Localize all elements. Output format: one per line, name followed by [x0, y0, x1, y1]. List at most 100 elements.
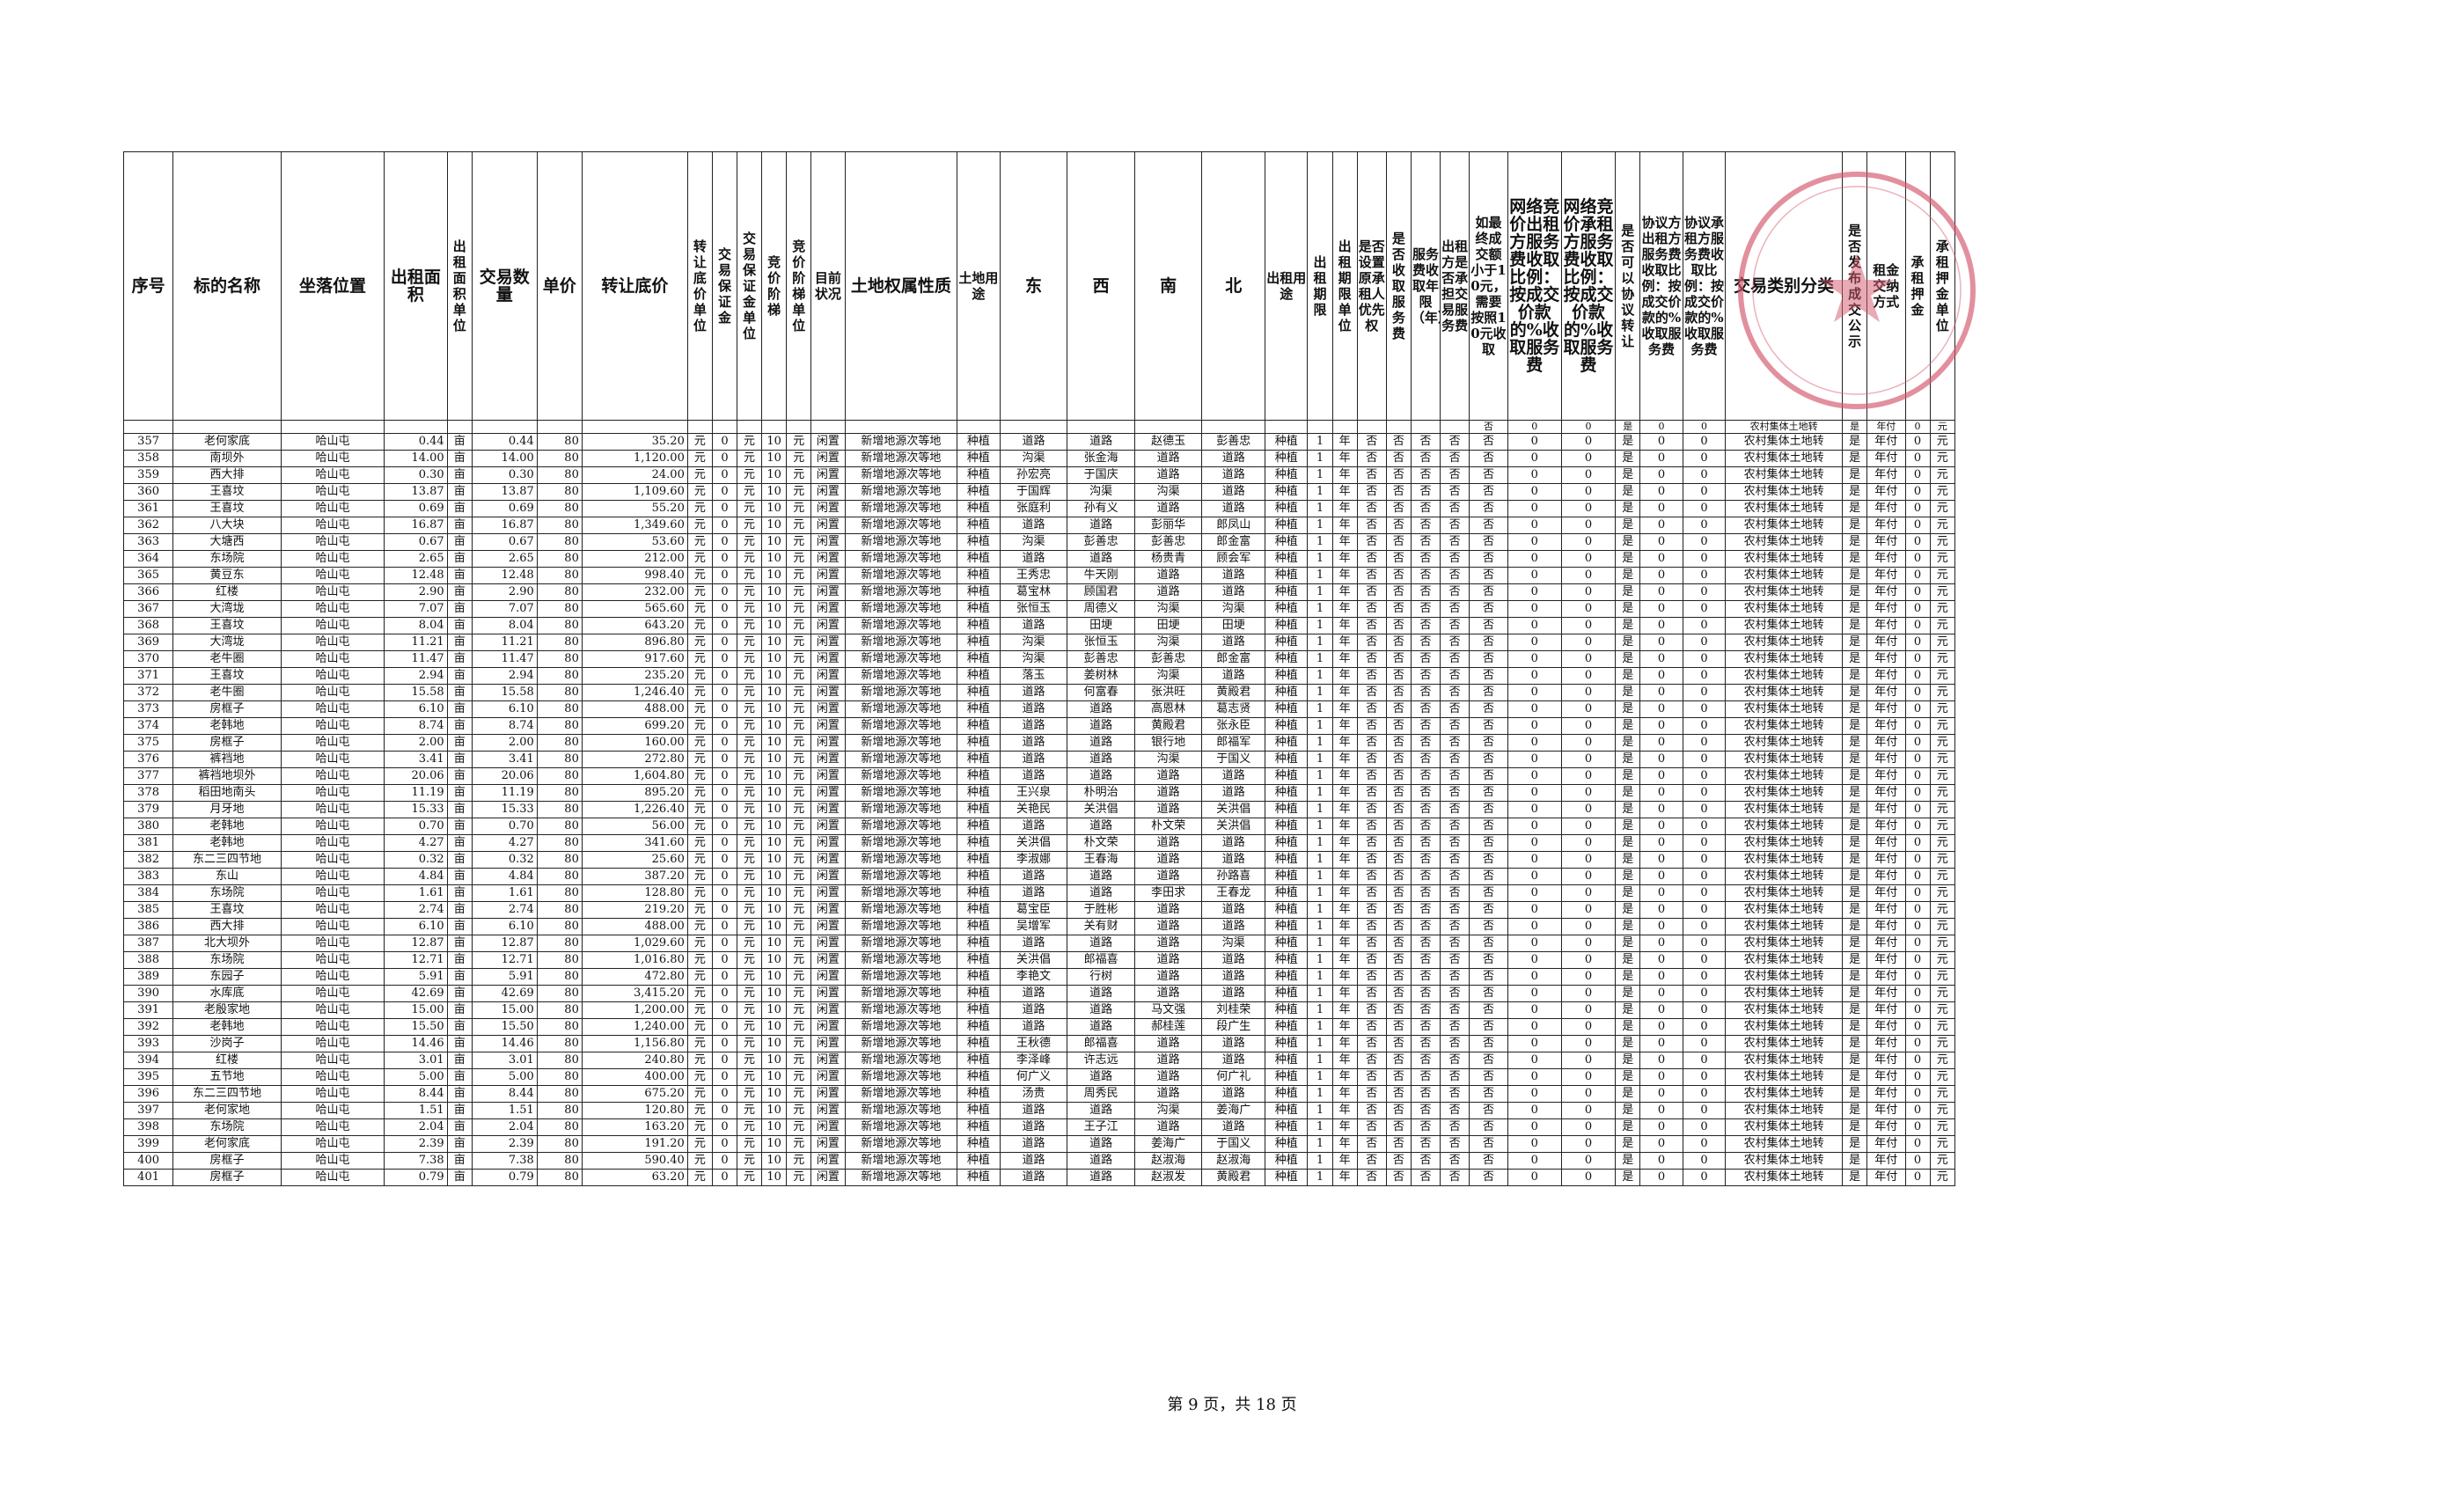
deposit-amount-cell: 0 — [1904, 1102, 1931, 1119]
publish-result-cell: 是 — [1842, 1118, 1868, 1136]
row-number-cell: 369 — [122, 634, 174, 651]
bid-step-unit-cell: 元 — [786, 918, 812, 935]
north-border-cell: 黄殿君 — [1201, 1169, 1265, 1186]
online-lessor-rate-cell: 0 — [1507, 767, 1562, 785]
priority-right-cell: 否 — [1356, 884, 1387, 902]
agreement-transfer-cell: 是 — [1615, 483, 1641, 501]
south-border-cell: 沟渠 — [1133, 634, 1203, 651]
deposit-amount-cell: 0 — [1904, 818, 1931, 835]
rent-use-cell: 种植 — [1264, 1035, 1309, 1052]
west-border-cell: 朴明治 — [1067, 784, 1135, 802]
publish-result-cell: 是 — [1842, 466, 1868, 484]
default-cell — [122, 420, 174, 434]
rent-term-cell: 1 — [1307, 433, 1333, 451]
priority-right-cell: 否 — [1356, 918, 1387, 935]
deposit-unit-cell: 元 — [736, 1085, 763, 1103]
row-number-cell: 373 — [122, 700, 174, 718]
min-fee-cell: 否 — [1469, 784, 1508, 802]
trade-quantity-cell: 5.91 — [471, 968, 538, 986]
rent-use-cell: 种植 — [1264, 734, 1309, 752]
lessor-fee-cell: 否 — [1440, 1068, 1470, 1086]
deposit-amount-unit-cell: 元 — [1929, 968, 1956, 986]
bid-step-cell: 10 — [761, 1118, 788, 1136]
rent-term-unit-cell: 年 — [1331, 466, 1358, 484]
west-border-cell: 道路 — [1067, 1102, 1135, 1119]
rent-area-cell: 15.33 — [384, 801, 448, 818]
deposit-amount-cell: 0 — [1904, 985, 1931, 1002]
priority-right-cell: 否 — [1356, 784, 1387, 802]
area-unit-cell: 亩 — [446, 634, 473, 651]
rent-term-cell: 1 — [1307, 533, 1333, 551]
unit-price-cell: 80 — [536, 1118, 583, 1136]
base-price-cell: 3,415.20 — [581, 985, 688, 1002]
default-cell: 年付 — [1866, 420, 1906, 434]
online-lessor-rate-cell: 0 — [1507, 1152, 1562, 1170]
north-border-cell: 刘桂荣 — [1201, 1001, 1265, 1019]
unit-price-cell: 80 — [536, 935, 583, 952]
ownership-cell: 新增地源次等地 — [844, 483, 958, 501]
online-lessee-rate-cell: 0 — [1560, 483, 1617, 501]
agreement-transfer-cell: 是 — [1615, 667, 1641, 685]
row-number-cell: 387 — [122, 935, 174, 952]
rent-term-cell: 1 — [1307, 567, 1333, 584]
area-unit-cell: 亩 — [446, 600, 473, 618]
area-unit-cell: 亩 — [446, 784, 473, 802]
agreement-lessor-rate-cell: 0 — [1639, 884, 1683, 902]
fee-years-cell: 否 — [1410, 500, 1441, 517]
east-border-cell: 李淑娜 — [999, 851, 1068, 869]
trade-quantity-cell: 5.00 — [471, 1068, 538, 1086]
publish-result-cell: 是 — [1842, 1135, 1868, 1153]
area-unit-cell: 亩 — [446, 433, 473, 451]
plot-name-cell: 王喜坟 — [172, 500, 282, 517]
priority-right-cell: 否 — [1356, 1068, 1387, 1086]
rent-area-cell: 11.19 — [384, 784, 448, 802]
rent-term-cell: 1 — [1307, 1018, 1333, 1036]
deposit-amount-unit-cell: 元 — [1929, 717, 1956, 735]
deposit-cell: 0 — [711, 466, 738, 484]
ownership-cell: 新增地源次等地 — [844, 583, 958, 601]
east-border-cell: 李艳文 — [999, 968, 1068, 986]
default-cell — [1133, 420, 1203, 434]
min-fee-cell: 否 — [1469, 700, 1508, 718]
publish-result-cell: 是 — [1842, 767, 1868, 785]
online-lessee-rate-cell: 0 — [1560, 1085, 1617, 1103]
south-border-cell: 道路 — [1133, 1068, 1203, 1086]
deposit-cell: 0 — [711, 818, 738, 835]
charge-fee-cell: 否 — [1385, 650, 1412, 668]
south-border-cell: 道路 — [1133, 868, 1203, 885]
online-lessor-rate-cell: 0 — [1507, 450, 1562, 467]
agreement-lessor-rate-cell: 0 — [1639, 450, 1683, 467]
rent-use-cell: 种植 — [1264, 1152, 1309, 1170]
default-cell — [1385, 420, 1412, 434]
charge-fee-cell: 否 — [1385, 583, 1412, 601]
unit-price-cell: 80 — [536, 466, 583, 484]
row-number-cell: 367 — [122, 600, 174, 618]
default-cell — [761, 420, 788, 434]
row-number-cell: 388 — [122, 951, 174, 969]
rent-area-cell: 8.04 — [384, 617, 448, 634]
payment-method-cell: 年付 — [1866, 684, 1906, 701]
plot-name-cell: 王喜坟 — [172, 617, 282, 634]
bid-step-cell: 10 — [761, 483, 788, 501]
agreement-lessor-rate-cell: 0 — [1639, 1001, 1683, 1019]
west-border-cell: 道路 — [1067, 818, 1135, 835]
online-lessor-rate-cell: 0 — [1507, 834, 1562, 852]
deposit-amount-unit-cell: 元 — [1929, 600, 1956, 618]
agreement-lessee-rate-cell: 0 — [1682, 1018, 1727, 1036]
agreement-lessee-rate-cell: 0 — [1682, 734, 1727, 752]
location-cell: 哈山屯 — [280, 985, 385, 1002]
deposit-cell: 0 — [711, 968, 738, 986]
priority-right-cell: 否 — [1356, 985, 1387, 1002]
agreement-lessee-rate-cell: 0 — [1682, 617, 1727, 634]
deposit-amount-cell: 0 — [1904, 667, 1931, 685]
ownership-cell: 新增地源次等地 — [844, 1135, 958, 1153]
row-number-cell: 370 — [122, 650, 174, 668]
west-border-cell: 许志远 — [1067, 1052, 1135, 1069]
